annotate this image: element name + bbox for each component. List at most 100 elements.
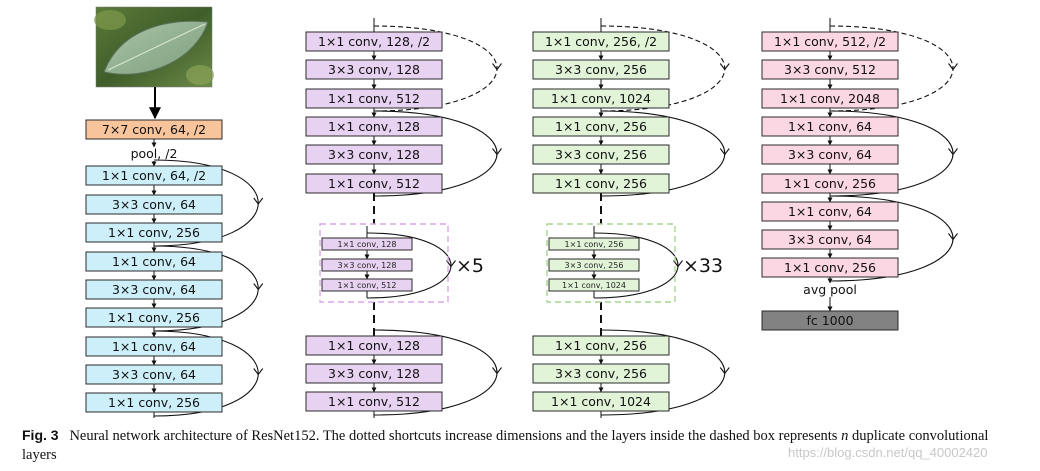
col3-top-block-0-label: 1×1 conv, 256, /2: [545, 34, 657, 49]
col1-shortcut-2-arrowhead: [253, 368, 264, 376]
col4-block-8: 1×1 conv, 256: [761, 257, 899, 278]
col2-bottom-block-0: 1×1 conv, 128: [305, 335, 443, 356]
col1-block-2: 1×1 conv, 256: [85, 222, 223, 243]
col2-shortcut-1-arrowhead: [492, 148, 502, 156]
col3-bottom-block-0: 1×1 conv, 256: [532, 335, 670, 356]
col2-top-block-4-label: 3×3 conv, 128: [328, 147, 420, 162]
col1-block-1-label: 3×3 conv, 64: [112, 197, 196, 212]
col2-top-block-5-label: 1×1 conv, 512: [328, 176, 420, 191]
col4-block-4-label: 3×3 conv, 64: [788, 147, 872, 162]
col2-top-block-4: 3×3 conv, 128: [305, 144, 443, 165]
col4-block-1: 3×3 conv, 512: [761, 59, 899, 80]
stem-conv-box-label: 7×7 conv, 64, /2: [102, 122, 206, 137]
col1-block-8-label: 1×1 conv, 256: [108, 395, 200, 410]
col4-block-8-label: 1×1 conv, 256: [784, 260, 876, 275]
col2-bottom-block-1: 3×3 conv, 128: [305, 363, 443, 384]
col3-top-block-0: 1×1 conv, 256, /2: [532, 31, 670, 52]
watermark: https://blog.csdn.net/qq_40002420: [788, 445, 988, 460]
col3-shortcut-1-arrowhead: [719, 148, 730, 156]
col2-shortcut-2-arrowhead: [492, 367, 502, 375]
col2-repeat-block-0-label: 1×1 conv, 128: [338, 240, 397, 249]
figure-caption: Fig. 3 Neural network architecture of Re…: [22, 426, 1022, 465]
col2-bottom-block-2: 1×1 conv, 512: [305, 391, 443, 412]
caption-text-2: duplicate convolutional layers: [22, 428, 989, 463]
col1-block-2-label: 1×1 conv, 256: [108, 225, 200, 240]
col1-shortcut-0-arrowhead: [253, 197, 264, 205]
col1-block-6: 1×1 conv, 64: [85, 336, 223, 357]
col3-shortcut-2-arrowhead: [719, 367, 730, 375]
col2-top-block-1-label: 3×3 conv, 128: [328, 62, 420, 77]
col4-block-4: 3×3 conv, 64: [761, 144, 899, 165]
col3-top-block-1-label: 3×3 conv, 256: [555, 62, 647, 77]
col4-block-3-label: 1×1 conv, 64: [788, 119, 872, 134]
col3-top-block-5: 1×1 conv, 256: [532, 173, 670, 194]
col4-block-2-label: 1×1 conv, 2048: [780, 91, 880, 106]
col1-block-1: 3×3 conv, 64: [85, 194, 223, 215]
col2-repeat-box: [319, 223, 449, 303]
col4-block-6-label: 1×1 conv, 64: [788, 204, 872, 219]
col3-repeat-block-2: 1×1 conv, 1024: [548, 278, 640, 292]
col2-top-block-3: 1×1 conv, 128: [305, 116, 443, 137]
col3-repeat-block-1-label: 3×3 conv, 256: [565, 261, 624, 270]
col1-block-5-label: 1×1 conv, 256: [108, 310, 200, 325]
col2-top-block-2: 1×1 conv, 512: [305, 88, 443, 109]
col2-top-block-1: 3×3 conv, 128: [305, 59, 443, 80]
col2-repeat-block-1: 3×3 conv, 128: [321, 258, 413, 272]
col2-repeat-count: ×5: [456, 255, 484, 277]
leaf-photo-icon: [94, 6, 214, 88]
col4-shortcut-2-arrowhead: [948, 233, 958, 241]
col4-block-5-label: 1×1 conv, 256: [784, 176, 876, 191]
col3-top-block-4: 3×3 conv, 256: [532, 144, 670, 165]
col2-top-block-3-label: 1×1 conv, 128: [328, 119, 420, 134]
col3-repeat-block-2-label: 1×1 conv, 1024: [562, 281, 626, 290]
col2-repeat-block-1-label: 3×3 conv, 128: [338, 261, 397, 270]
col3-top-block-5-label: 1×1 conv, 256: [555, 176, 647, 191]
col3-rep-shortcut-arrowhead: [673, 260, 683, 268]
col1-block-4: 3×3 conv, 64: [85, 279, 223, 300]
col3-repeat-block-0: 1×1 conv, 256: [548, 237, 640, 251]
fc-box: fc 1000: [761, 310, 899, 331]
col3-proj-shortcut-arrowhead: [719, 63, 730, 71]
col2-proj-shortcut-arrowhead: [492, 63, 502, 71]
col3-repeat-block-0-label: 1×1 conv, 256: [565, 240, 624, 249]
col3-top-block-2-label: 1×1 conv, 1024: [551, 91, 651, 106]
col3-repeat-block-1: 3×3 conv, 256: [548, 258, 640, 272]
col3-bottom-block-2-label: 1×1 conv, 1024: [551, 394, 651, 409]
col4-block-5: 1×1 conv, 256: [761, 173, 899, 194]
col4-block-0: 1×1 conv, 512, /2: [761, 31, 899, 52]
col2-top-block-0: 1×1 conv, 128, /2: [305, 31, 443, 52]
col1-shortcut-1-arrowhead: [253, 283, 264, 291]
col4-block-7: 3×3 conv, 64: [761, 229, 899, 250]
avg-pool-label: avg pool: [803, 282, 857, 297]
col1-block-3: 1×1 conv, 64: [85, 251, 223, 272]
col1-block-3-label: 1×1 conv, 64: [112, 254, 196, 269]
col2-top-block-0-label: 1×1 conv, 128, /2: [318, 34, 430, 49]
caption-n: n: [841, 428, 849, 444]
col2-bottom-block-1-label: 3×3 conv, 128: [328, 366, 420, 381]
caption-text-1: Neural network architecture of ResNet152…: [69, 428, 838, 444]
col4-proj-shortcut-arrowhead: [948, 63, 958, 71]
col3-bottom-block-1-label: 3×3 conv, 256: [555, 366, 647, 381]
col2-top-block-2-label: 1×1 conv, 512: [328, 91, 420, 106]
col2-bottom-block-2-label: 1×1 conv, 512: [328, 394, 420, 409]
col2-repeat-block-2-label: 1×1 conv, 512: [338, 281, 397, 290]
caption-fig-label: Fig. 3: [22, 427, 59, 443]
col2-bottom-block-0-label: 1×1 conv, 128: [328, 338, 420, 353]
col4-shortcut-1-arrowhead: [948, 148, 958, 156]
col3-bottom-block-2: 1×1 conv, 1024: [532, 391, 670, 412]
col2-rep-shortcut-arrowhead: [446, 260, 456, 268]
col1-block-4-label: 3×3 conv, 64: [112, 282, 196, 297]
col2-repeat-block-2: 1×1 conv, 512: [321, 278, 413, 292]
col3-top-block-3-label: 1×1 conv, 256: [555, 119, 647, 134]
col2-repeat-block-0: 1×1 conv, 128: [321, 237, 413, 251]
fc-box-label: fc 1000: [806, 313, 853, 328]
col3-repeat-count: ×33: [683, 255, 723, 277]
stem-conv-box: 7×7 conv, 64, /2: [85, 119, 223, 140]
col4-block-0-label: 1×1 conv, 512, /2: [774, 34, 886, 49]
col1-block-5: 1×1 conv, 256: [85, 307, 223, 328]
col4-block-1-label: 3×3 conv, 512: [784, 62, 876, 77]
col3-bottom-block-1: 3×3 conv, 256: [532, 363, 670, 384]
col1-block-7-label: 3×3 conv, 64: [112, 367, 196, 382]
stem-pool-label: pool, /2: [131, 146, 178, 161]
